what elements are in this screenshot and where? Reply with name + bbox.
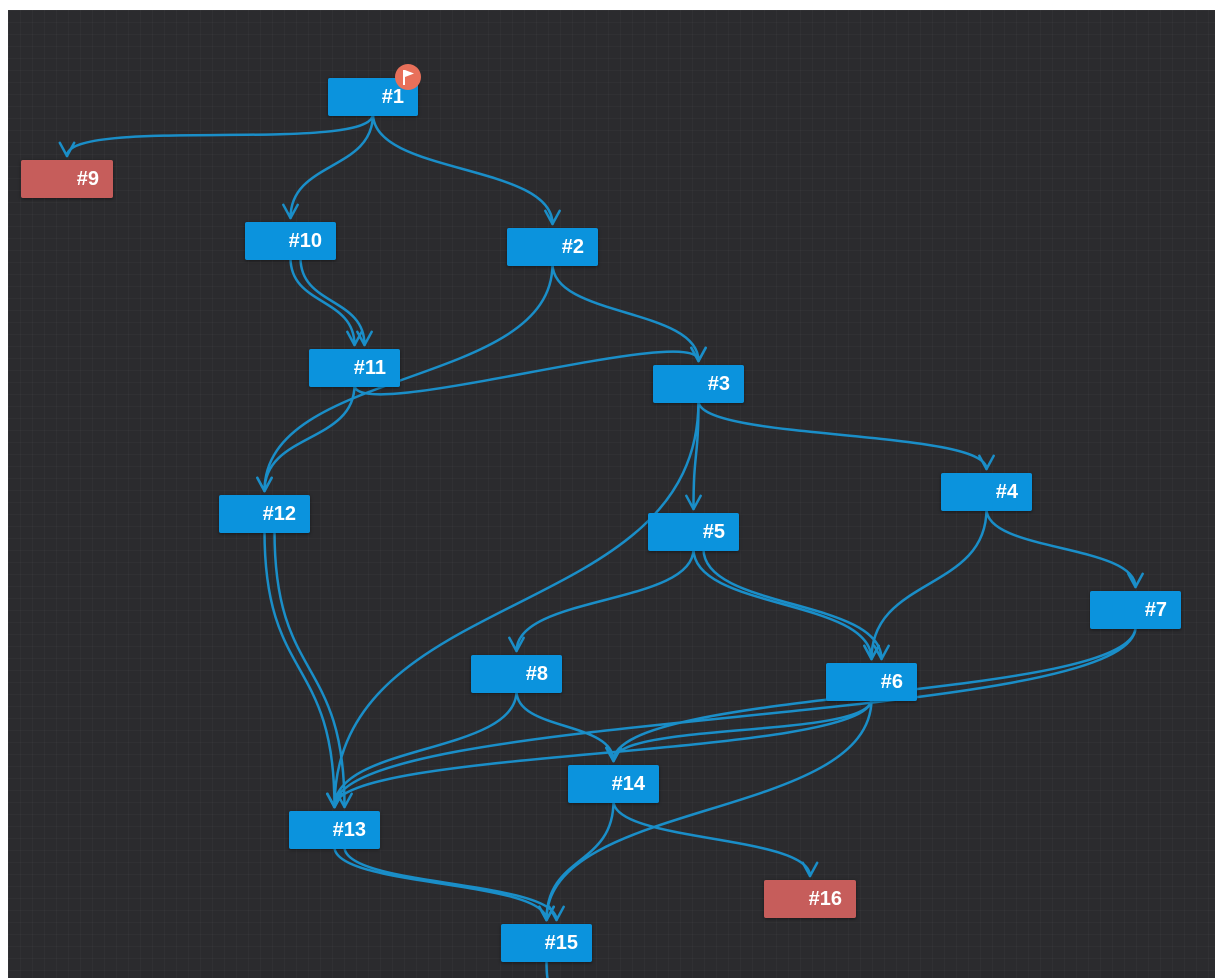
edge-n12-n13 — [273, 529, 346, 809]
node-label: #5 — [702, 520, 725, 543]
node-9[interactable]: #9 — [21, 160, 113, 198]
arrowhead-icon — [544, 209, 561, 226]
node-11[interactable]: #11 — [309, 349, 400, 387]
node-15[interactable]: #15 — [501, 924, 592, 962]
node-10[interactable]: #10 — [245, 222, 336, 260]
node-label: #14 — [611, 772, 645, 795]
node-14[interactable]: #14 — [568, 765, 659, 803]
arrowhead-icon — [508, 636, 525, 653]
edge-n1-n2 — [371, 112, 554, 226]
edge-n5-n8 — [515, 547, 695, 653]
edge-n3-n4 — [697, 399, 988, 471]
node-label: #11 — [353, 356, 386, 379]
edge-n4-n6 — [870, 507, 988, 661]
edge-n2-n12 — [263, 262, 554, 493]
edge-n3-n13 — [333, 399, 700, 809]
edge-n1-n9 — [65, 112, 375, 158]
edge-n7-n13 — [333, 625, 1137, 809]
arrowhead-icon — [548, 905, 565, 922]
graph-canvas[interactable]: #1 #9 #10 #2 #11 #3 #4 #12 #5 #7 #8 #6 #… — [8, 10, 1215, 978]
arrowhead-icon — [978, 454, 995, 471]
edge-n4-n7 — [985, 507, 1137, 589]
node-label: #1 — [381, 85, 404, 108]
edge-n8-n13 — [333, 689, 518, 809]
arrowhead-icon — [801, 861, 819, 878]
edge-n13-n15 — [333, 845, 548, 922]
node-label: #8 — [525, 662, 548, 685]
arrowhead-icon — [282, 203, 299, 220]
node-label: #10 — [288, 229, 322, 252]
node-5[interactable]: #5 — [648, 513, 739, 551]
node-3[interactable]: #3 — [653, 365, 744, 403]
arrowhead-icon — [326, 792, 343, 809]
node-label: #9 — [76, 167, 99, 190]
node-label: #12 — [262, 502, 296, 525]
node-13[interactable]: #13 — [289, 811, 380, 849]
arrowhead-icon — [356, 330, 373, 347]
arrowhead-icon — [605, 746, 622, 763]
edge-n11-n12 — [263, 383, 356, 493]
edge-n11-n3 — [353, 350, 700, 396]
node-label: #4 — [995, 480, 1018, 503]
edge-n6-n13 — [333, 697, 873, 809]
node-label: #13 — [332, 818, 366, 841]
node-label: #7 — [1144, 598, 1167, 621]
edge-n5-n6 — [702, 547, 883, 661]
arrowhead-icon — [58, 141, 76, 158]
arrowhead-icon — [1127, 572, 1144, 589]
node-4[interactable]: #4 — [941, 473, 1032, 511]
arrowhead-icon — [873, 644, 890, 661]
node-2[interactable]: #2 — [507, 228, 598, 266]
node-label: #6 — [880, 670, 903, 693]
edge-n1-n10 — [289, 112, 375, 220]
edge-n10-n11 — [289, 256, 356, 347]
edge-n14-n16 — [612, 799, 812, 878]
node-1[interactable]: #1 — [328, 64, 421, 116]
edge-n6-n15 — [545, 697, 873, 922]
edge-n13-n15 — [343, 845, 558, 922]
arrowhead-icon — [256, 476, 273, 493]
node-8[interactable]: #8 — [471, 655, 562, 693]
node-7[interactable]: #7 — [1090, 591, 1181, 629]
node-label: #2 — [561, 235, 584, 258]
node-12[interactable]: #12 — [219, 495, 310, 533]
edge-layer — [58, 112, 1144, 978]
node-6[interactable]: #6 — [826, 663, 917, 701]
edge-n12-n13 — [263, 529, 336, 809]
node-label: #16 — [808, 887, 842, 910]
edge-n14-n15 — [545, 799, 615, 922]
arrowhead-icon — [690, 346, 707, 363]
edge-n6-n14 — [612, 697, 873, 763]
edge-n10-n11 — [299, 256, 366, 347]
arrowhead-icon — [685, 494, 702, 511]
node-label: #3 — [707, 372, 730, 395]
node-16[interactable]: #16 — [764, 880, 856, 918]
edge-n2-n3 — [551, 262, 700, 363]
edge-n5-n6 — [692, 547, 873, 661]
edge-n8-n14 — [515, 689, 615, 763]
node-label: #15 — [544, 931, 578, 954]
edge-n15-offscreen — [545, 958, 549, 978]
start-flag-icon — [395, 64, 421, 90]
